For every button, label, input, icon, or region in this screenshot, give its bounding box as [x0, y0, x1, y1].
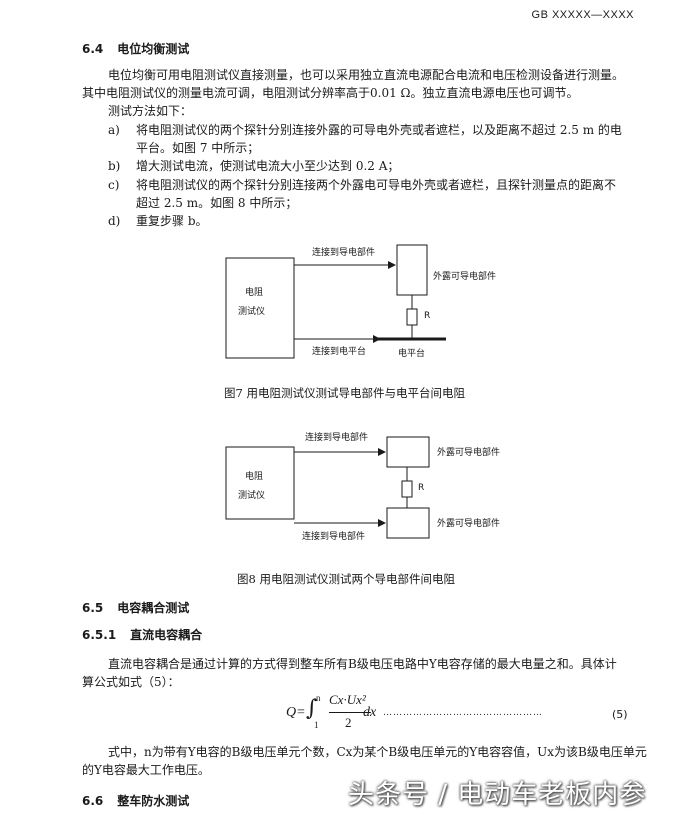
step-marker: b) [108, 159, 121, 173]
resistance-meter-box [225, 446, 295, 520]
integral-sign: ∫ [306, 696, 318, 721]
section-6-6-heading: 6.6 整车防水测试 [82, 792, 189, 809]
fraction-denominator: 2 [345, 715, 352, 730]
connection-label: 连接到导电部件 [312, 248, 376, 258]
paragraph-line: 直流电容耦合是通过计算的方式得到整车所有B级电压电路中Y电容存储的最大电量之和。… [108, 657, 617, 671]
resistor-r [406, 308, 418, 326]
section-6-5-1-heading: 6.5.1 直流电容耦合 [82, 626, 202, 643]
exposed-conductive-part-box-bottom [386, 507, 430, 539]
resistance-meter-box [225, 257, 295, 359]
dot-leader: ………………………………………… [383, 708, 543, 718]
section-number: 6.6 [82, 794, 104, 808]
resistor-r [401, 480, 413, 498]
formula-lhs: Q= [286, 705, 306, 720]
meter-label: 测试仪 [238, 491, 266, 501]
formula-differential: dx [363, 705, 377, 720]
step-marker: a) [108, 123, 120, 137]
integral-upper-limit: n [316, 693, 321, 703]
step-text: 平台。如图 7 中所示； [136, 141, 260, 155]
integral-lower-limit: 1 [314, 720, 319, 730]
resistor-label: R [418, 483, 425, 493]
paragraph-line: 的Y电容最大工作电压。 [82, 763, 210, 777]
fraction-bar [329, 712, 371, 713]
section-title: 直流电容耦合 [130, 628, 203, 642]
section-title: 电位均衡测试 [117, 42, 190, 56]
step-text: 将电阻测试仪的两个探针分别连接外露的可导电外壳或者遮栏，以及距离不超过 2.5 … [136, 123, 622, 137]
figure-8-caption: 图8 用电阻测试仪测试两个导电部件间电阻 [237, 572, 455, 586]
section-6-4-heading: 6.4 电位均衡测试 [82, 40, 189, 57]
connection-label: 连接到电平台 [312, 347, 367, 357]
paragraph-line: 其中电阻测试仪的测量电流可调，电阻测试分辨率高于0.01 Ω。独立直流电源电压也… [82, 86, 579, 100]
figure-7-caption: 图7 用电阻测试仪测试导电部件与电平台间电阻 [224, 386, 465, 400]
section-title: 电容耦合测试 [117, 601, 190, 615]
section-number: 6.5 [82, 601, 104, 615]
watermark-text: 头条号 / 电动车老板内参 [348, 780, 647, 810]
step-text: 重复步骤 b。 [136, 214, 208, 228]
part-label: 外露可导电部件 [437, 448, 501, 458]
connection-label: 连接到导电部件 [302, 532, 366, 542]
platform-label: 电平台 [398, 349, 426, 359]
exposed-conductive-part-box-top [386, 436, 430, 468]
step-text: 超过 2.5 m。如图 8 中所示； [136, 196, 298, 210]
meter-label: 电阻 [245, 288, 264, 298]
meter-label: 电阻 [245, 472, 264, 482]
section-number: 6.5.1 [82, 628, 117, 642]
paragraph-line: 式中，n为带有Y电容的B级电压单元个数，Cx为某个B级电压单元的Y电容容值，Ux… [108, 745, 647, 759]
step-marker: c) [108, 178, 120, 192]
step-text: 增大测试电流，使测试电流大小至少达到 0.2 A； [136, 159, 400, 173]
part-label: 外露可导电部件 [437, 519, 501, 529]
section-title: 整车防水测试 [117, 794, 190, 808]
section-number: 6.4 [82, 42, 104, 56]
equation-number: (5) [612, 708, 628, 721]
connection-label: 连接到导电部件 [305, 433, 369, 443]
paragraph-line: 电位均衡可用电阻测试仪直接测量，也可以采用独立直流电源配合电流和电压检测设备进行… [108, 68, 625, 82]
step-marker: d) [108, 214, 121, 228]
part-label: 外露可导电部件 [433, 272, 497, 282]
meter-label: 测试仪 [238, 307, 266, 317]
method-intro: 测试方法如下： [108, 104, 193, 118]
fraction-numerator: Cx·Ux² [329, 692, 366, 707]
step-text: 将电阻测试仪的两个探针分别连接两个外露电可导电外壳或者遮栏，且探针测量点的距离不 [136, 178, 617, 192]
standard-number: GB XXXXX—XXXX [531, 9, 634, 21]
resistor-label: R [424, 311, 431, 321]
paragraph-line: 算公式如式（5）： [82, 675, 180, 689]
exposed-conductive-part-box [396, 244, 428, 296]
section-6-5-heading: 6.5 电容耦合测试 [82, 599, 189, 616]
